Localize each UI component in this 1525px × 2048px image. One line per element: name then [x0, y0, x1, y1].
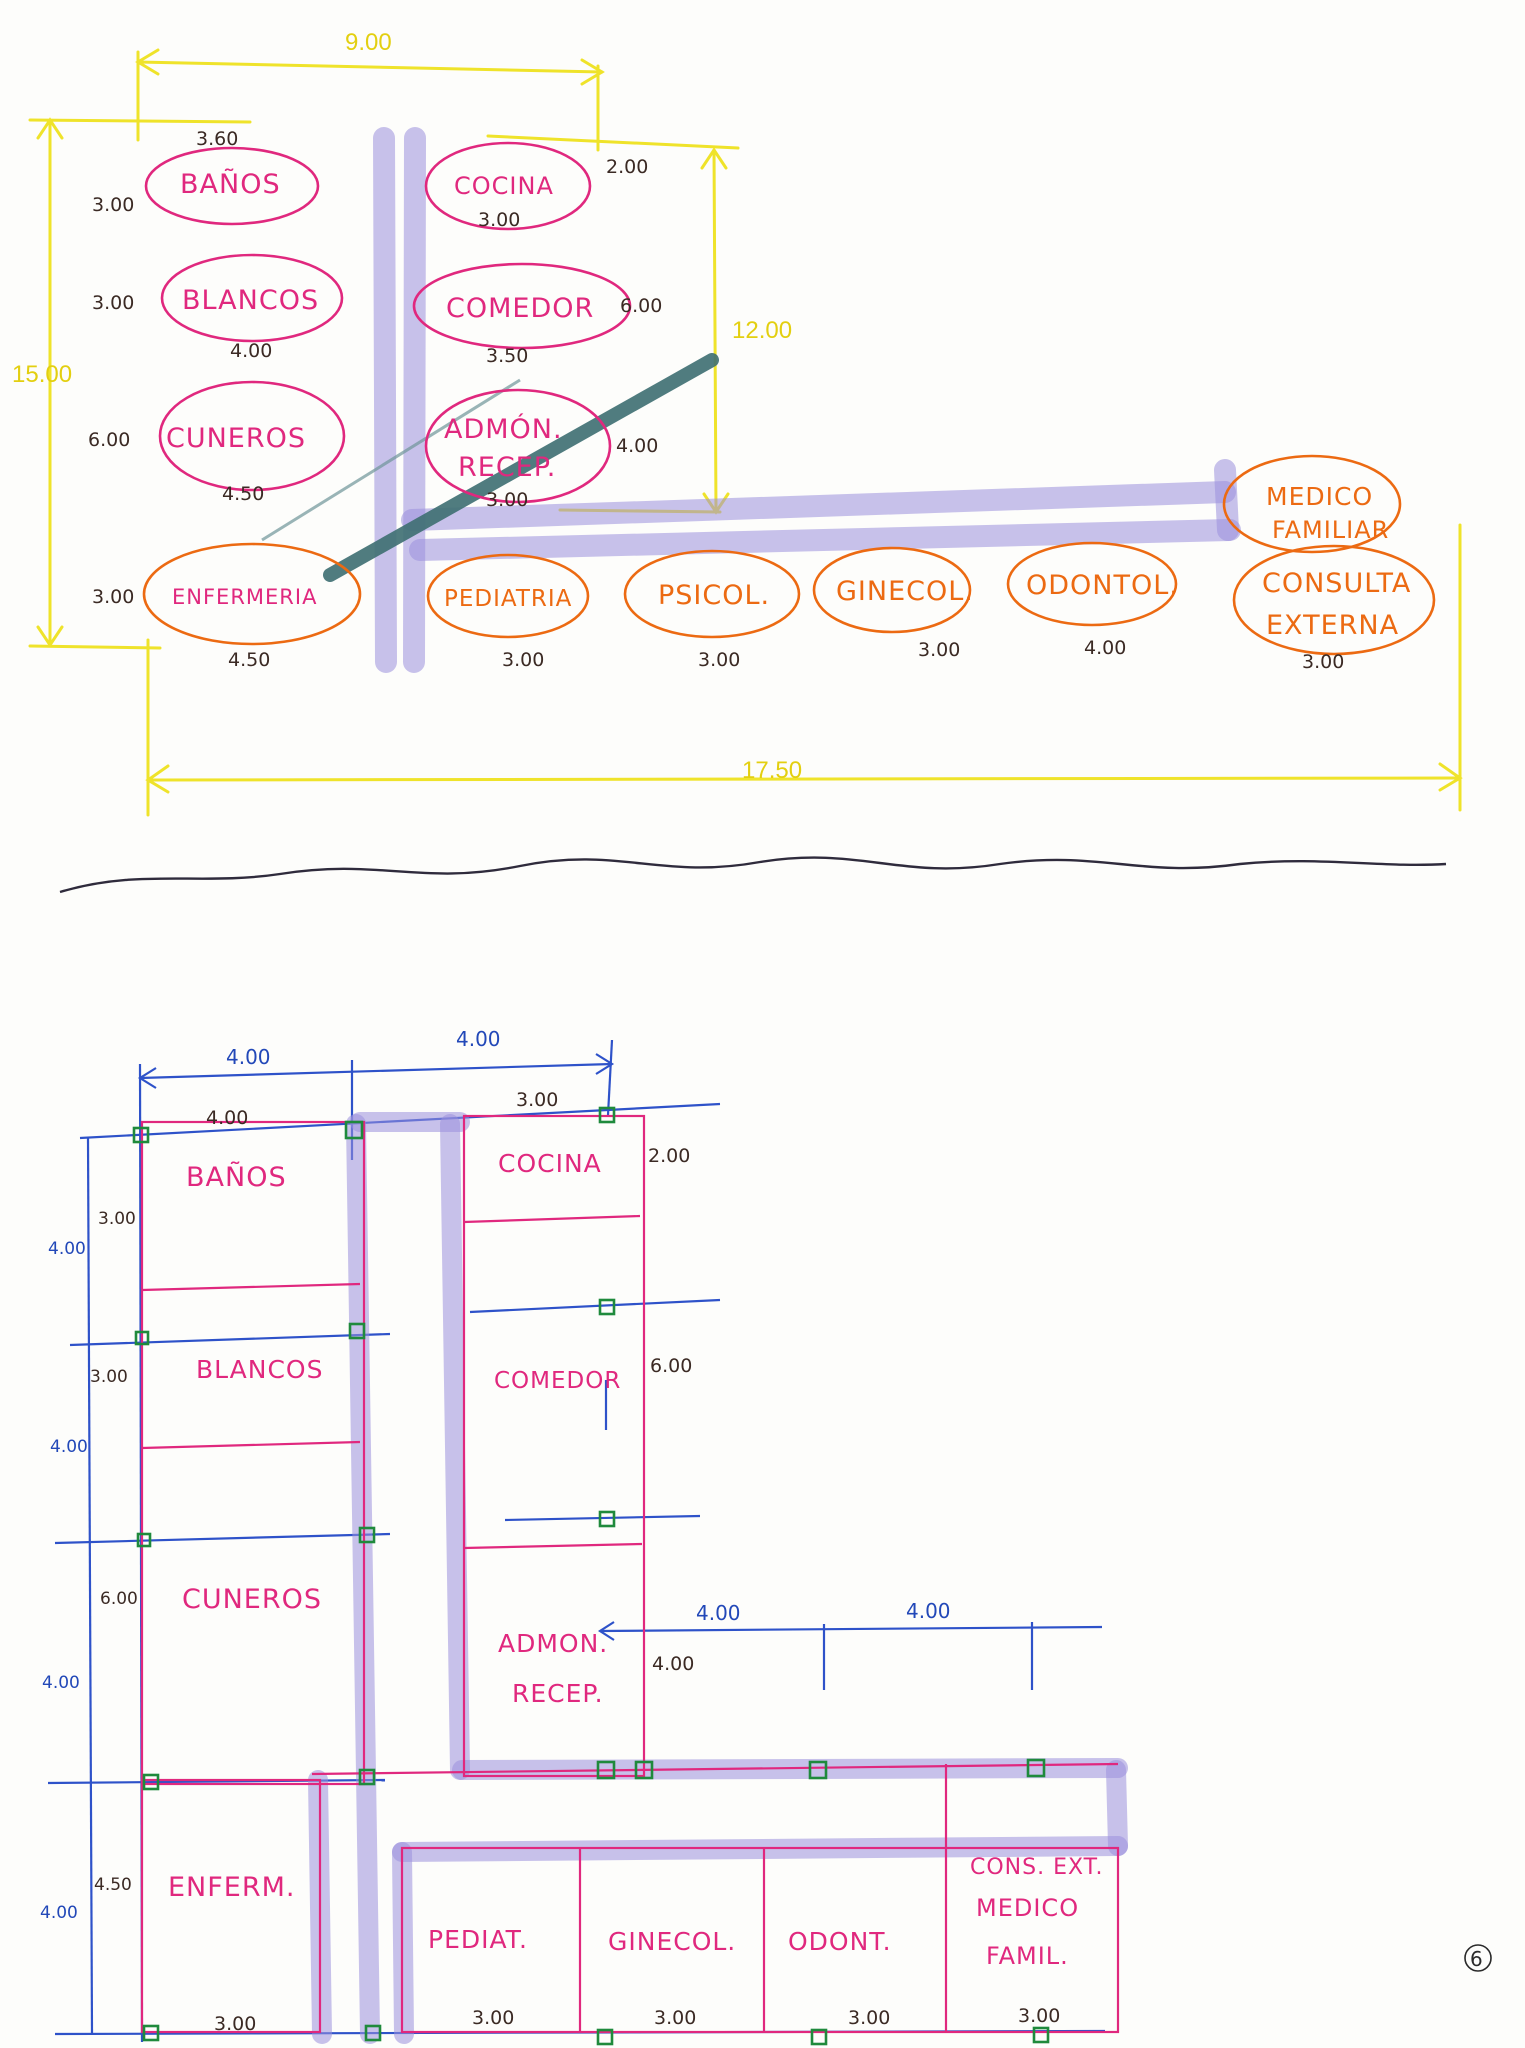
dim-odontol-width: 4.00	[1084, 637, 1126, 659]
dim-cocina-height: 2.00	[606, 156, 648, 178]
dim-cuneros-height: 6.00	[88, 429, 130, 451]
plan-cocina-label: COCINA	[498, 1149, 602, 1178]
dim-consulta-width: 3.00	[1302, 651, 1344, 673]
page-number: 6	[1464, 1944, 1492, 1972]
plan-dim-admon-height: 4.00	[652, 1653, 694, 1675]
column-markers	[132, 1106, 1050, 2046]
dim-cuneros-width: 4.50	[222, 483, 264, 505]
grid-left-4: 4.00	[40, 1903, 78, 1923]
plan-dim-odont-width: 3.00	[848, 2007, 890, 2029]
plan-enferm-label: ENFERM.	[168, 1872, 296, 1903]
grid-left-3: 4.00	[42, 1673, 80, 1693]
plan-admon-label-2: RECEP.	[512, 1679, 604, 1708]
grid-left-1: 4.00	[48, 1239, 86, 1259]
corridors	[373, 127, 1241, 673]
bubble-cuneros-label: CUNEROS	[166, 423, 306, 454]
bubble-diagram: 9.00 15.00 12.00 17.50	[12, 29, 1463, 817]
plan-ginecol-label: GINECOL.	[608, 1927, 736, 1956]
dim-ginecol-width: 3.00	[918, 639, 960, 661]
bubble-blancos-label: BLANCOS	[182, 285, 319, 316]
dim-enfermeria-height: 3.00	[92, 586, 134, 608]
overall-width-bottom: 17.50	[742, 757, 802, 784]
grid-left-2: 4.00	[50, 1437, 88, 1457]
overall-height-right: 12.00	[732, 317, 792, 344]
plan-dim-banos-height: 3.00	[98, 1209, 136, 1229]
plan-dim-pediat-width: 3.00	[472, 2007, 514, 2029]
dim-enfermeria-width: 4.50	[228, 649, 270, 671]
dim-admon-width: 3.00	[486, 489, 528, 511]
bubble-pediatria-label: PEDIATRIA	[444, 586, 572, 612]
diagonal-link-line	[323, 353, 719, 582]
overall-height-left: 15.00	[12, 361, 72, 388]
plan-cons-label-2: MEDICO	[976, 1894, 1079, 1922]
dim-comedor-height: 6.00	[620, 295, 662, 317]
plan-admon-label-1: ADMON.	[498, 1629, 608, 1658]
dim-cocina-width: 3.00	[478, 209, 520, 231]
bubble-dimensions: 3.60 3.00 3.00 4.00 6.00 4.50 3.00 4.50 …	[88, 128, 1344, 673]
bubble-consulta-label-1: CONSULTA	[1262, 568, 1411, 599]
dim-blancos-width: 4.00	[230, 340, 272, 362]
plan-cons-label-3: FAMIL.	[986, 1942, 1069, 1970]
plan-cuneros-label: CUNEROS	[182, 1584, 322, 1615]
dim-banos-width: 3.60	[196, 128, 238, 150]
bubble-admon-label-1: ADMÓN.	[444, 413, 563, 445]
dim-blancos-height: 3.00	[92, 292, 134, 314]
plan-dim-cons-width: 3.00	[1018, 2005, 1060, 2027]
plan-room-dimensions: 4.00 3.00 3.00 6.00 4.50 3.00 3.00 2.00 …	[90, 1089, 1060, 2035]
overall-width-top: 9.00	[345, 29, 392, 56]
plan-odont-label: ODONT.	[788, 1927, 892, 1956]
bubble-enfermeria-label: ENFERMERIA	[172, 585, 317, 609]
plan-dim-blancos-height: 3.00	[90, 1367, 128, 1387]
bubble-odontol-label: ODONTOL.	[1026, 570, 1179, 601]
bubble-medico-label-2: FAMILIAR	[1272, 516, 1389, 544]
grid-top-2: 4.00	[456, 1027, 501, 1051]
plan-dim-cocina-width: 3.00	[516, 1089, 558, 1111]
plan-blancos-label: BLANCOS	[196, 1355, 323, 1384]
bubble-medico-label-1: MEDICO	[1266, 482, 1373, 511]
plan-banos-label: BAÑOS	[186, 1161, 287, 1193]
plan-cons-label-1: CONS. EXT.	[970, 1855, 1104, 1880]
plan-dim-comedor-height: 6.00	[650, 1355, 692, 1377]
bubble-admon-label-2: RECEP.	[458, 452, 556, 483]
plan-dim-cuneros-height: 6.00	[100, 1589, 138, 1609]
bubble-ginecol-label: GINECOL.	[836, 576, 974, 607]
dim-psicol-width: 3.00	[698, 649, 740, 671]
wavy-separator	[59, 856, 1447, 894]
bubble-comedor-label: COMEDOR	[446, 293, 594, 324]
orange-bubbles	[142, 454, 1436, 656]
grid-right-1: 4.00	[696, 1601, 741, 1625]
diagonal-guide-line	[261, 378, 521, 542]
plan-comedor-label: COMEDOR	[494, 1368, 621, 1394]
floor-plan: BAÑOS BLANCOS CUNEROS ENFERM. COCINA COM…	[40, 1027, 1128, 2046]
dim-admon-height: 4.00	[616, 435, 658, 457]
bubble-cocina-label: COCINA	[454, 172, 554, 200]
plan-dim-enferm-width: 3.00	[214, 2013, 256, 2035]
page-number-text: 6	[1470, 1947, 1483, 1971]
dim-banos-height: 3.00	[92, 194, 134, 216]
bubble-consulta-label-2: EXTERNA	[1266, 610, 1399, 641]
plan-dim-cocina-height: 2.00	[648, 1145, 690, 1167]
dim-comedor-width: 3.50	[486, 345, 528, 367]
plan-dim-ginecol-width: 3.00	[654, 2007, 696, 2029]
grid-right-2: 4.00	[906, 1599, 951, 1623]
plan-grid-dimensions: 4.00 4.00 4.00 4.00 4.00 4.00 4.00 4.00	[40, 1027, 951, 1923]
bubble-psicol-label: PSICOL.	[658, 580, 770, 611]
plan-pediat-label: PEDIAT.	[428, 1925, 528, 1954]
plan-dim-enferm-height: 4.50	[94, 1875, 132, 1895]
grid-top-1: 4.00	[226, 1045, 271, 1069]
pink-bubbles	[144, 141, 632, 504]
pink-walls	[140, 1114, 1120, 2034]
dim-pediatria-width: 3.00	[502, 649, 544, 671]
bubble-banos-label: BAÑOS	[180, 168, 281, 200]
plan-dim-banos-width: 4.00	[206, 1107, 248, 1129]
